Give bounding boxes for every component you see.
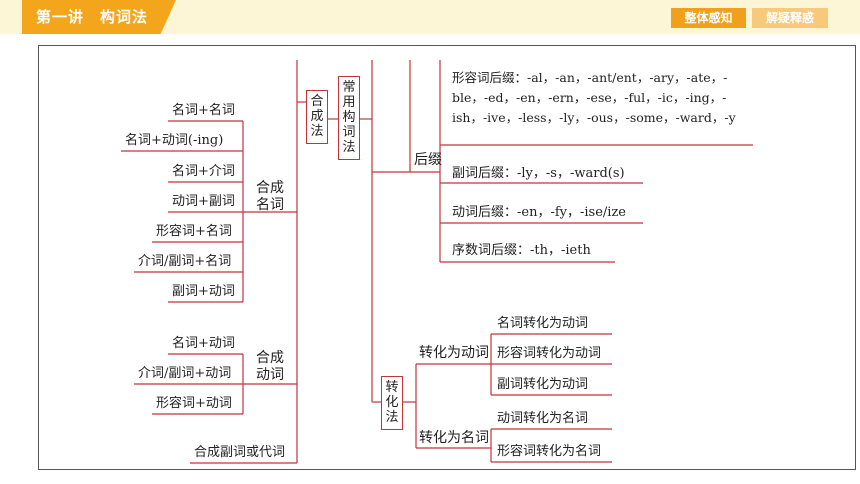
compound-noun-item: 副词+动词 bbox=[172, 284, 235, 299]
overview-button[interactable]: 整体感知 bbox=[671, 8, 746, 28]
adjective-suffix-text: 形容词后缀：-al，-an，-ant/ent，-ary，-ate，-ble，-e… bbox=[452, 70, 736, 125]
diagram-frame bbox=[38, 45, 856, 470]
to-verb-label: 转化为动词 bbox=[419, 345, 489, 361]
to-verb-item: 名词转化为动词 bbox=[497, 316, 589, 331]
compound-verb-item: 名词+动词 bbox=[172, 336, 235, 351]
compound-noun-item: 介词/副词+名词 bbox=[138, 254, 232, 269]
verb-suffix-text: 动词后缀：-en，-fy，-ise/ize bbox=[452, 205, 627, 220]
common-method-box: 常用构词法 bbox=[338, 76, 360, 160]
to-noun-item: 动词转化为名词 bbox=[497, 411, 589, 426]
to-verb-item: 副词转化为动词 bbox=[497, 377, 589, 392]
compound-noun-item: 动词+副词 bbox=[172, 194, 235, 209]
explain-button[interactable]: 解疑释惑 bbox=[752, 8, 828, 28]
adverb-suffix-text: 副词后缀：-ly，-s，-ward(s) bbox=[452, 166, 625, 181]
compound-noun-item: 名词+动词(-ing) bbox=[125, 133, 224, 148]
lecture-title: 第一讲 构词法 bbox=[36, 8, 149, 26]
compound-noun-label: 合成名词 bbox=[256, 180, 284, 213]
to-noun-item: 形容词转化为名词 bbox=[497, 444, 602, 459]
compound-noun-item: 名词+介词 bbox=[172, 164, 235, 179]
compound-verb-item: 形容词+动词 bbox=[156, 396, 232, 411]
to-noun-label: 转化为名词 bbox=[419, 430, 489, 446]
compound-noun-item: 名词+名词 bbox=[172, 103, 235, 118]
suffix-label: 后缀 bbox=[414, 152, 442, 168]
compound-method-box: 合成法 bbox=[306, 90, 328, 144]
compound-verb-item: 介词/副词+动词 bbox=[138, 366, 232, 381]
compound-noun-item: 形容词+名词 bbox=[156, 224, 232, 239]
lecture-tab bbox=[22, 0, 176, 34]
to-verb-item: 形容词转化为动词 bbox=[497, 346, 602, 361]
compound-adverb-pronoun: 合成副词或代词 bbox=[194, 445, 286, 460]
compound-verb-label: 合成动词 bbox=[256, 350, 284, 383]
numeral-suffix-text: 序数词后缀：-th，-ieth bbox=[452, 243, 591, 258]
conversion-method-box: 转化法 bbox=[381, 376, 403, 430]
